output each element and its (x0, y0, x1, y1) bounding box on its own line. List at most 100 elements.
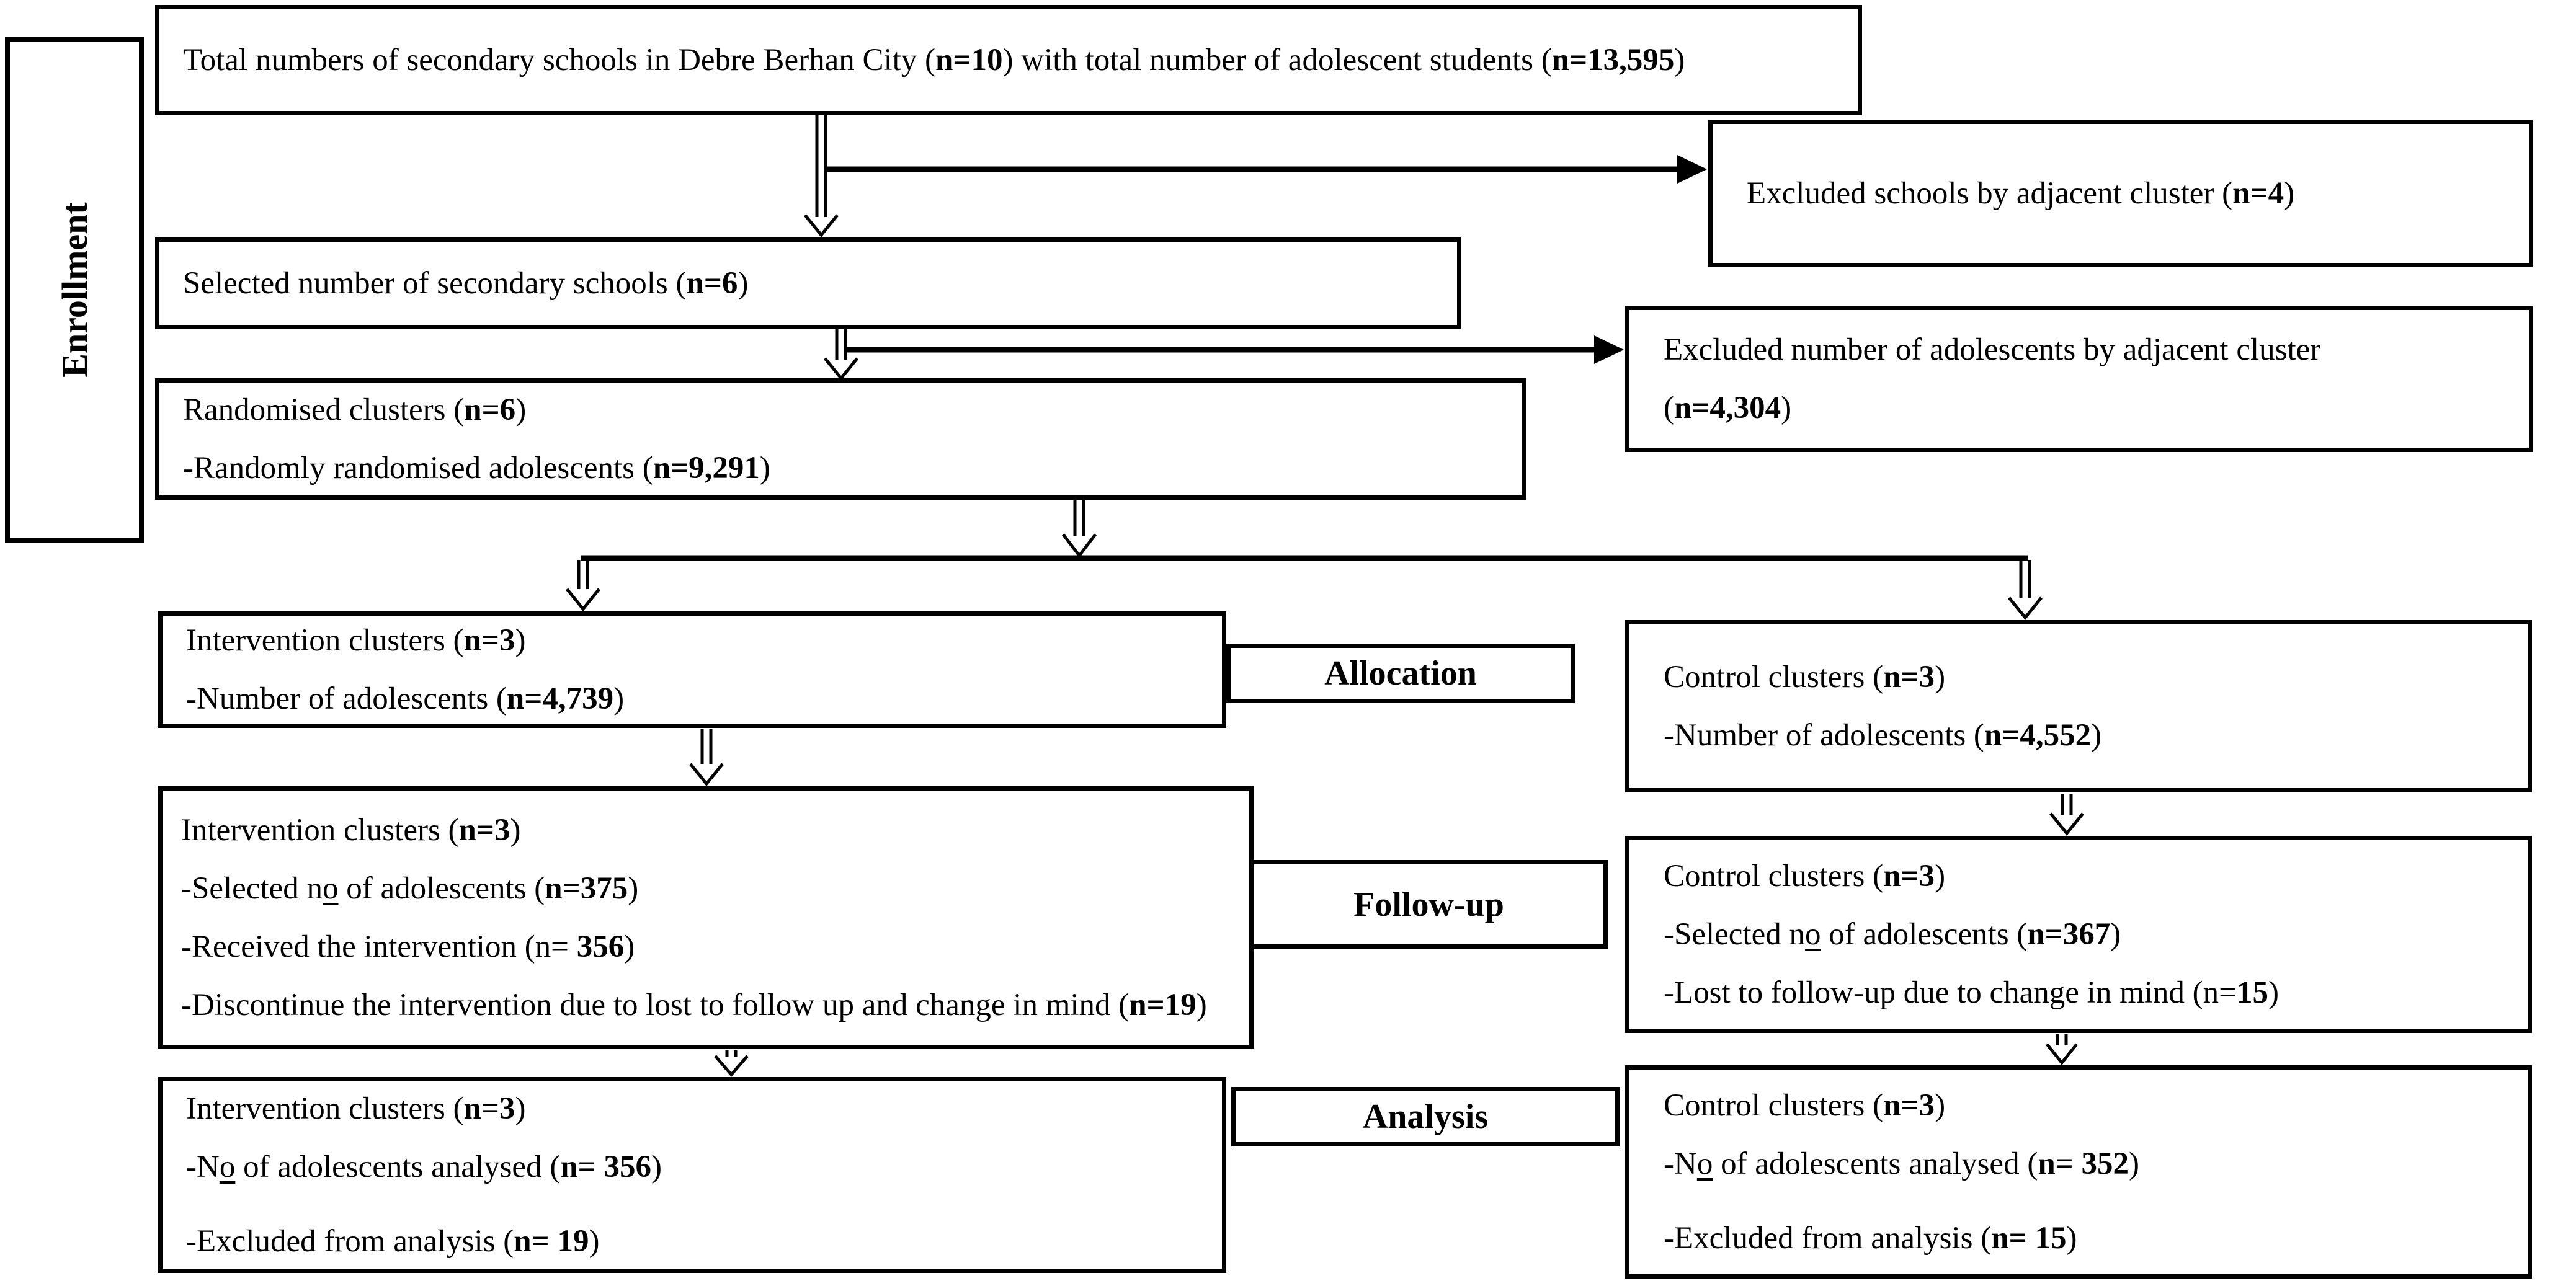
arrow-branch-to-intervention (566, 560, 600, 611)
text-segment: ) (515, 392, 527, 427)
text-segment: -Received the intervention (n= (181, 929, 577, 964)
text-segment: -N (186, 1150, 220, 1184)
text-segment: -Lost to follow-up due to change in mind… (1664, 975, 2237, 1010)
text-segment: ) (2066, 1221, 2077, 1256)
text-segment: ) (651, 1150, 662, 1184)
text-segment: n=375 (545, 871, 628, 906)
arrow-selected-to-randomised (824, 329, 858, 381)
text-segment: Intervention clusters ( (181, 813, 459, 848)
text-segment: ) (2268, 975, 2279, 1010)
text-segment: ) (1935, 660, 1946, 694)
box-selected-schools: Selected number of secondary schools (n=… (155, 237, 1461, 329)
box-excluded-schools: Excluded schools by adjacent cluster (n=… (1708, 120, 2533, 267)
text-segment: Selected number of secondary schools ( (183, 266, 687, 301)
box-control-followup: Control clusters (n=3)-Selected no of ad… (1625, 836, 2532, 1033)
text-segment: Control clusters ( (1664, 859, 1884, 894)
stage-followup-label: Follow-up (1353, 885, 1504, 924)
text-line: Excluded number of adolescents by adjace… (1664, 321, 2518, 379)
text-segment: Intervention clusters ( (186, 623, 464, 658)
box-control-allocation: Control clusters (n=3)-Number of adolesc… (1625, 620, 2532, 792)
text-line: -Excluded from analysis (n= 19) (186, 1212, 1211, 1270)
text-segment: n=6 (464, 392, 516, 427)
text-segment: -N (1664, 1146, 1697, 1181)
text-segment: ) (515, 623, 526, 658)
text-segment: 15 (2236, 975, 2268, 1010)
text-segment: n=6 (686, 266, 738, 301)
text-segment: o (322, 871, 339, 906)
stage-allocation-label: Allocation (1324, 654, 1477, 693)
stage-enrollment-box: Enrollment (5, 37, 144, 543)
text-segment: n=4,304 (1674, 391, 1781, 425)
text-segment: ) (628, 871, 639, 906)
text-segment: of adolescents ( (1821, 917, 2028, 952)
box-intervention-followup: Intervention clusters (n=3)-Selected no … (158, 786, 1254, 1049)
text-segment: o (219, 1150, 236, 1184)
text-line: -Randomly randomised adolescents (n=9,29… (183, 439, 1510, 497)
text-line: -Discontinue the intervention due to los… (181, 976, 1246, 1034)
arrow-to-excluded-schools (826, 155, 1707, 184)
text-segment: Excluded number of adolescents by adjace… (1664, 332, 2321, 367)
text-segment: Intervention clusters ( (186, 1091, 464, 1126)
text-segment: n=4,739 (506, 681, 614, 716)
text-segment: n=13,595 (1551, 43, 1675, 78)
arrow-randomised-to-branch (1062, 500, 1097, 559)
text-line: Randomised clusters (n=6) (183, 381, 1510, 439)
text-segment: n=3 (463, 1091, 515, 1126)
text-segment: -Number of adolescents ( (1664, 718, 1984, 753)
text-line: Control clusters (n=3) (1664, 847, 2516, 905)
text-segment: n=10 (935, 43, 1003, 78)
box-randomised-clusters: Randomised clusters (n=6)-Randomly rando… (155, 378, 1526, 500)
text-segment: ) (1935, 1088, 1946, 1123)
stage-analysis-label: Analysis (1362, 1098, 1489, 1136)
text-segment: ) (1935, 859, 1946, 894)
text-segment: ) (1196, 988, 1207, 1022)
text-segment: o (1696, 1146, 1713, 1181)
box-intervention-analysis: Intervention clusters (n=3)-No of adoles… (158, 1077, 1226, 1273)
text-line: Control clusters (n=3) (1664, 648, 2516, 706)
box-intervention-allocation: Intervention clusters (n=3)-Number of ad… (158, 611, 1226, 728)
text-segment: ) (589, 1224, 600, 1259)
text-segment: n=4,552 (1984, 718, 2092, 753)
box-control-analysis: Control clusters (n=3)-No of adolescents… (1625, 1065, 2532, 1279)
text-segment: ) with total number of adolescent studen… (1002, 43, 1552, 78)
text-line: -Number of adolescents (n=4,739) (186, 670, 1211, 728)
text-segment: n=3 (463, 623, 515, 658)
text-segment: -Randomly randomised adolescents ( (183, 451, 653, 486)
text-line: Selected number of secondary schools (n=… (183, 254, 1446, 313)
text-segment: n=9,291 (653, 451, 760, 486)
text-line: -Lost to follow-up due to change in mind… (1664, 964, 2516, 1022)
text-segment: -Selected n (181, 871, 323, 906)
text-segment: n=19 (1129, 988, 1197, 1022)
text-segment: o (1804, 917, 1821, 952)
arrow-total-to-selected (804, 115, 839, 237)
arrow-control-alloc-to-followup (2049, 794, 2084, 836)
box-excluded-adolescents: Excluded number of adolescents by adjace… (1625, 306, 2533, 452)
text-segment: ( (1664, 391, 1674, 425)
text-segment: of adolescents ( (338, 871, 545, 906)
box-total-schools: Total numbers of secondary schools in De… (155, 5, 1862, 115)
text-segment: ) (759, 451, 770, 486)
text-segment: ) (1674, 43, 1685, 78)
text-segment: ) (1781, 391, 1792, 425)
text-segment: n= 352 (2038, 1146, 2129, 1181)
text-segment: ) (2091, 718, 2102, 753)
text-segment: ) (738, 266, 749, 301)
text-segment: n=3 (1883, 859, 1935, 894)
text-segment: ) (510, 813, 521, 848)
stage-allocation-box: Allocation (1226, 644, 1575, 703)
text-segment: n= 356 (560, 1150, 651, 1184)
text-line: -Excluded from analysis (n= 15) (1664, 1209, 2516, 1267)
text-line: -No of adolescents analysed (n= 356) (186, 1138, 1211, 1196)
text-segment: n=3 (458, 813, 510, 848)
text-segment: Control clusters ( (1664, 1088, 1884, 1123)
arrow-to-excluded-adolescents (845, 335, 1624, 364)
text-line: Intervention clusters (n=3) (186, 611, 1211, 670)
stage-enrollment-label: Enrollment (54, 202, 95, 378)
text-line: Intervention clusters (n=3) (181, 801, 1246, 859)
text-line: Excluded schools by adjacent cluster (n=… (1747, 164, 2518, 223)
text-line: -Number of adolescents (n=4,552) (1664, 706, 2516, 765)
text-segment: ) (515, 1091, 526, 1126)
text-segment: n= 19 (514, 1224, 589, 1259)
